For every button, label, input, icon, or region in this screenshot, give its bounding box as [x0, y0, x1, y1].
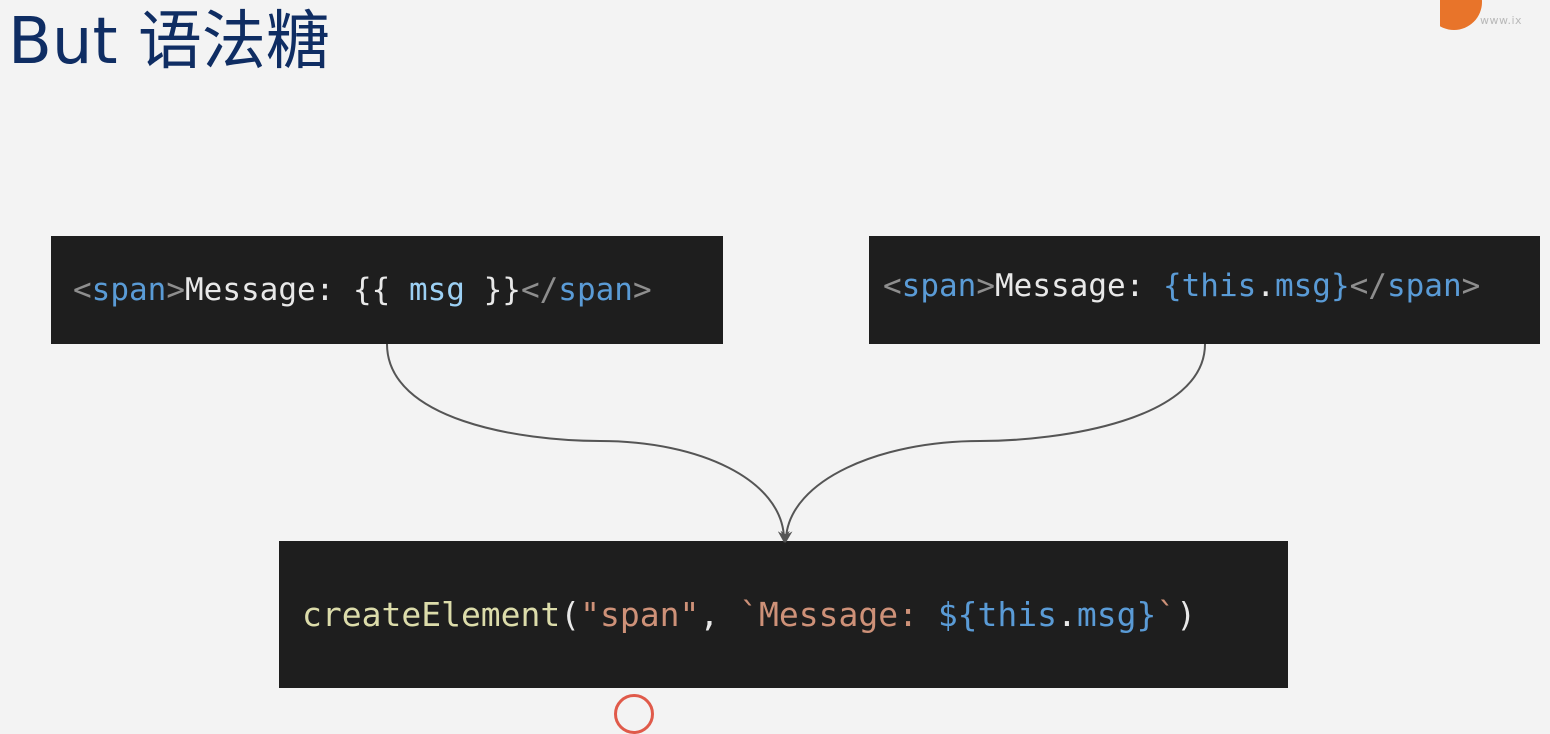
code-token: ${this [937, 595, 1058, 634]
code-token: , [699, 595, 740, 634]
code-token: createElement [302, 595, 561, 634]
code-token: msg [408, 272, 465, 308]
code-token: </ [1349, 268, 1387, 304]
brand-logo: www.ix [1440, 0, 1550, 40]
code-token: span [1386, 268, 1462, 304]
code-token: ) [1176, 595, 1197, 634]
slide-title: But 语法糖 [8, 5, 330, 79]
vue-template-code-block: <span>Message: {{ msg }}</span> [51, 236, 723, 344]
connector-arrows [386, 343, 1206, 543]
code-token: < [73, 272, 92, 308]
code-token: > [166, 272, 185, 308]
cursor-indicator-icon [614, 694, 654, 734]
code-token: msg} [1274, 268, 1350, 304]
code-token: Message: {{ [185, 272, 409, 308]
watermark-url: www.ix [1480, 14, 1523, 27]
code-token: > [1461, 268, 1481, 304]
code-token: {this [1162, 268, 1257, 304]
arrow-from-vue-template [386, 343, 790, 543]
code-token: span [558, 272, 633, 308]
code-token: ( [560, 595, 581, 634]
code-token: span [91, 272, 167, 308]
code-token: `Message: [739, 595, 938, 634]
code-token: > [976, 268, 995, 304]
code-token: > [632, 272, 652, 308]
arrow-from-jsx [780, 343, 1206, 543]
code-token: Message: [995, 268, 1163, 304]
code-token: ` [1156, 595, 1177, 634]
code-token: span [901, 268, 977, 304]
code-token: < [883, 268, 902, 304]
render-function-code-block: createElement("span", `Message: ${this.m… [279, 541, 1288, 688]
code-token: . [1057, 595, 1077, 634]
code-token: }} [464, 272, 521, 308]
code-token: . [1256, 268, 1275, 304]
code-token: </ [520, 272, 559, 308]
code-token: msg} [1076, 595, 1157, 634]
code-token: "span" [580, 595, 700, 634]
jsx-code-block: <span>Message: {this.msg}</span> [869, 236, 1540, 344]
